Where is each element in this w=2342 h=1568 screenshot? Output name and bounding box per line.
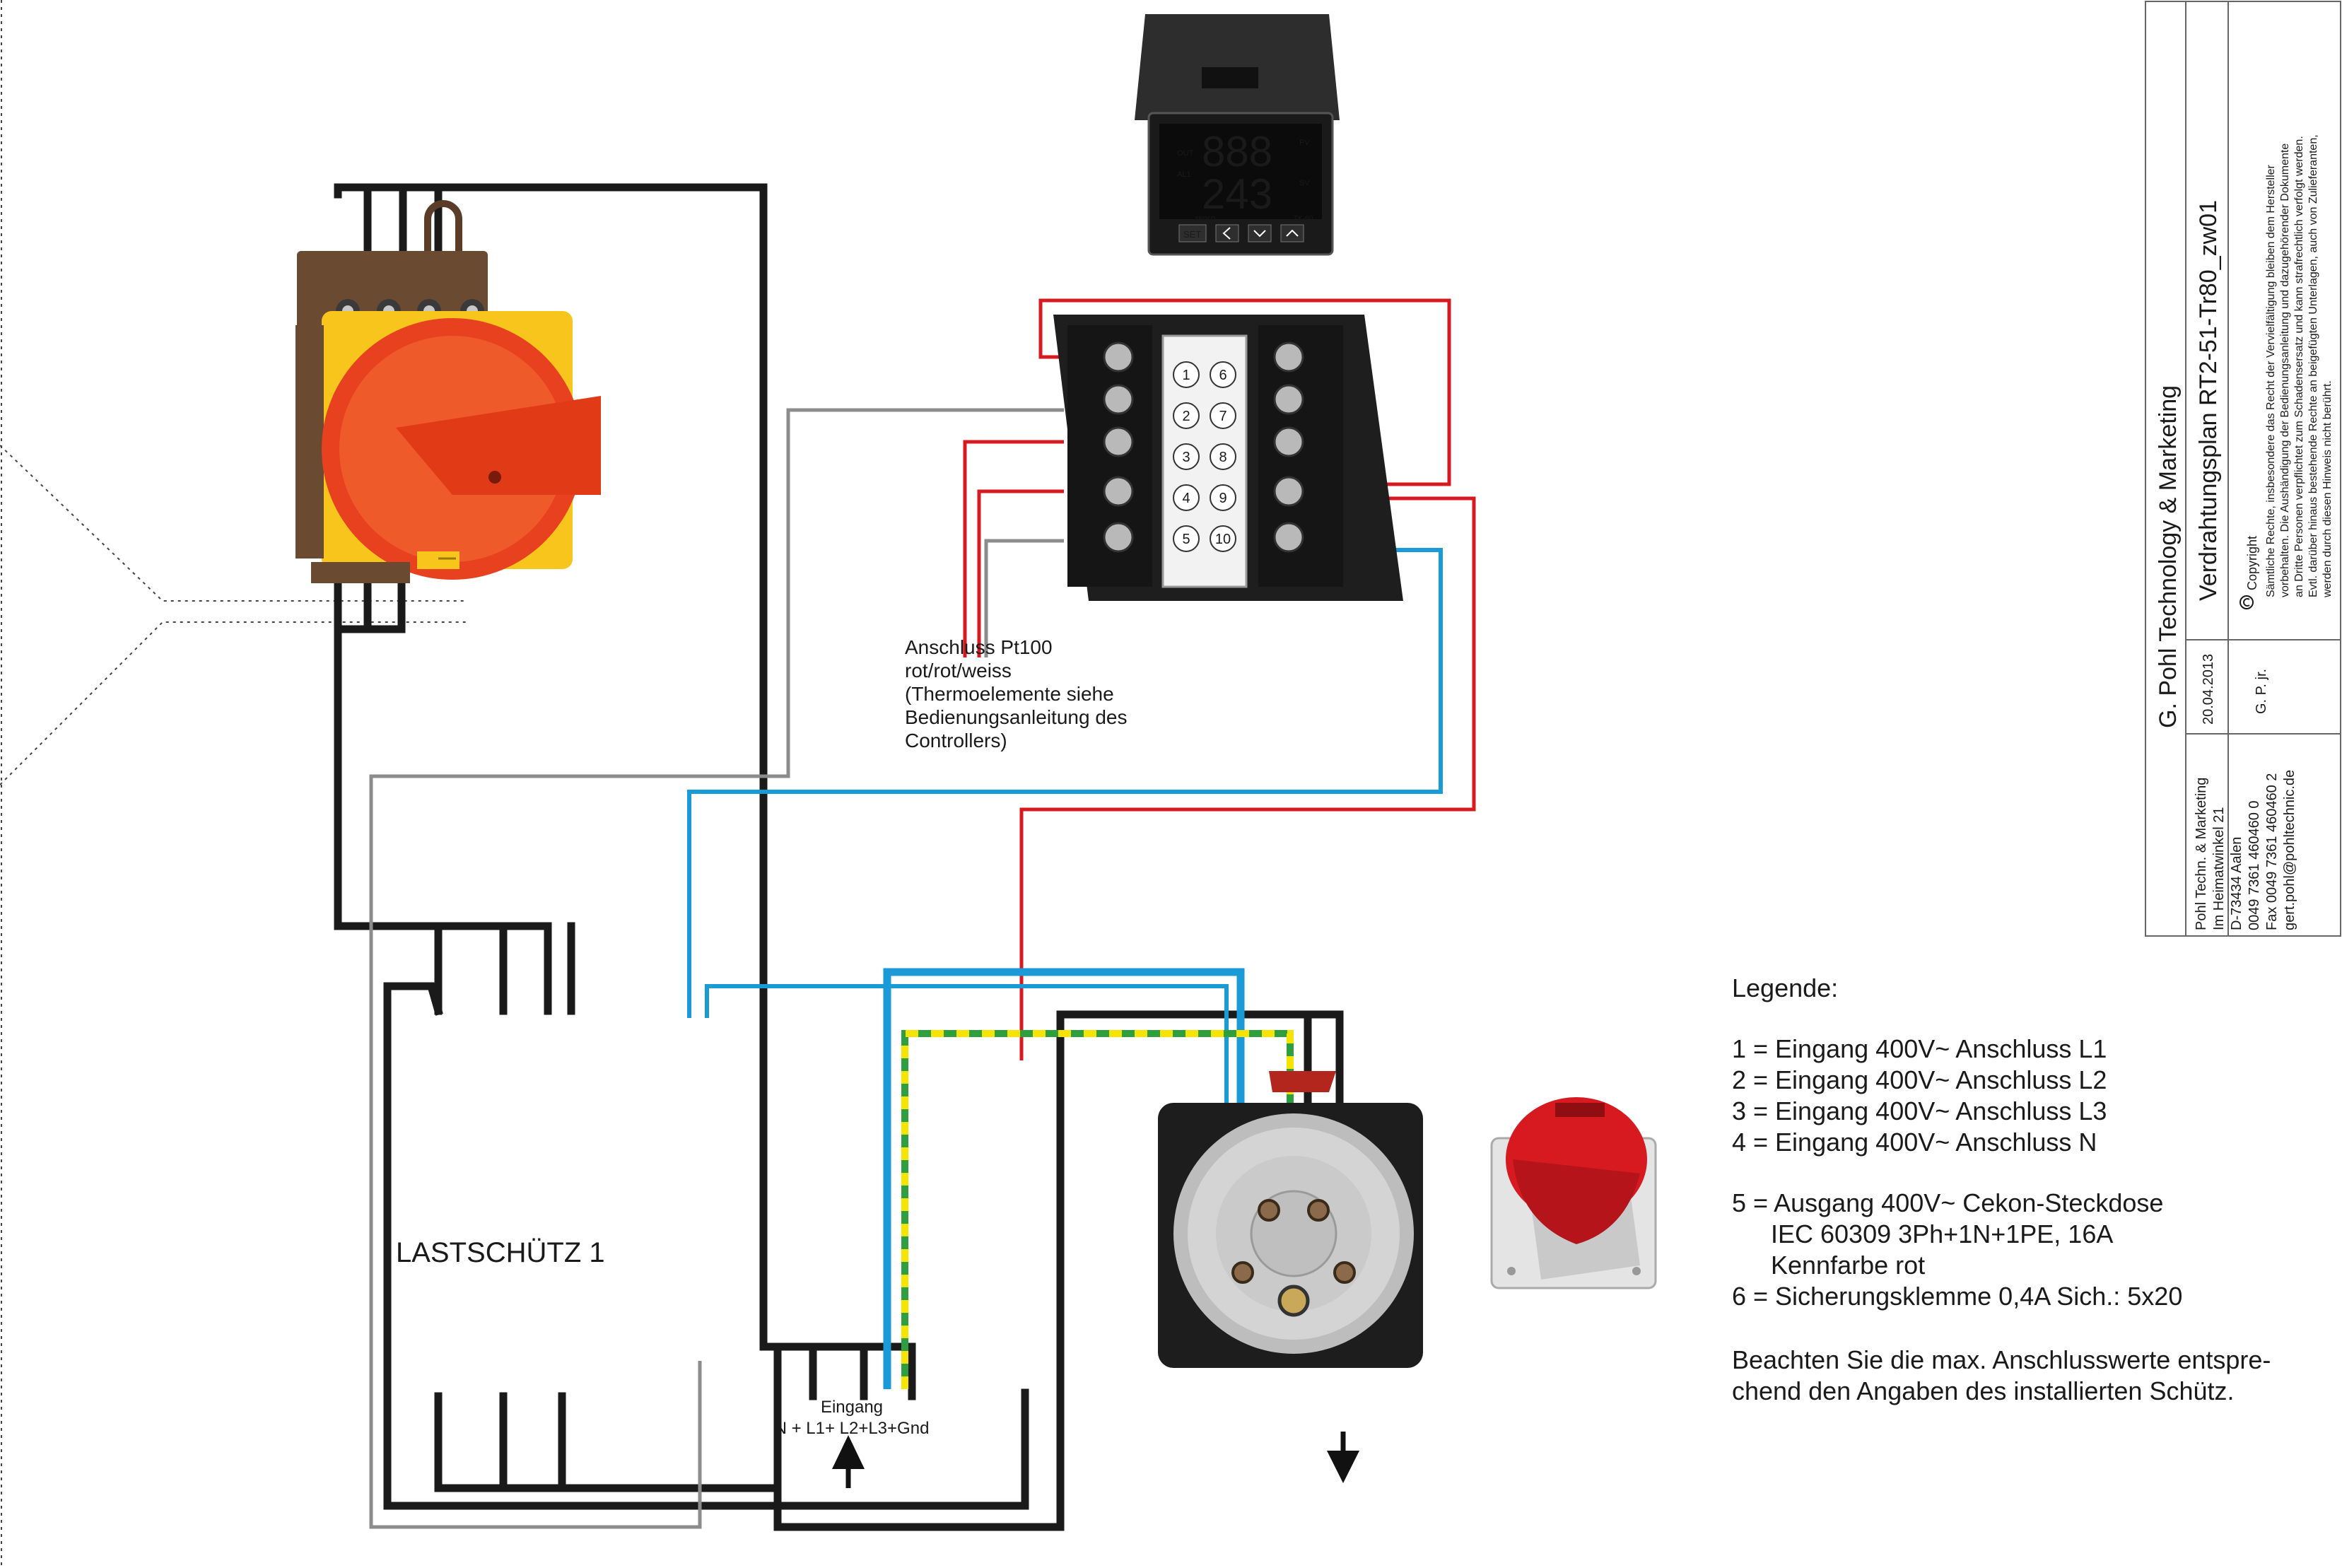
company-name: G. Pohl Technology & Marketing xyxy=(2155,385,2182,728)
legend-item: 5 = Ausgang 400V~ Cekon-Steckdose xyxy=(1732,1188,2163,1217)
copyright-line: Sämtliche Rechte, insbesondere das Recht… xyxy=(2265,164,2277,597)
title-block: G. Pohl Technology & Marketing Verdrahtu… xyxy=(2145,1,2341,937)
copyright-title: Copyright xyxy=(2245,536,2259,590)
copyright-line: werden durch diesen Hinweis nicht berühr… xyxy=(2321,380,2334,598)
svg-text:Anschluss Pt100: Anschluss Pt100 xyxy=(905,636,1053,658)
legend-item: 2 = Eingang 400V~ Anschluss L2 xyxy=(1732,1065,2107,1094)
address-line: D-73434 Aalen xyxy=(2229,837,2244,930)
output-arrow-icon xyxy=(1327,1432,1359,1483)
address-line: gert.pohl@pohltechnic.de xyxy=(2282,770,2297,930)
terminal-6: 6 xyxy=(1219,368,1226,383)
legend-note: Beachten Sie die max. Anschlusswerte ent… xyxy=(1732,1345,2271,1374)
legend-note: chend den Angaben des installierten Schü… xyxy=(1732,1376,2235,1405)
svg-text:Eingang: Eingang xyxy=(821,1398,883,1417)
pv-display: 888 xyxy=(1202,128,1272,175)
terminal-10: 10 xyxy=(1215,532,1231,547)
input-label: Eingang N + L1+ L2+L3+Gnd xyxy=(775,1398,930,1438)
red-wires xyxy=(963,298,1476,1060)
terminal-4: 4 xyxy=(1182,491,1190,506)
address-line: 0049 7361 460460 0 xyxy=(2247,800,2262,930)
address-line: Im Heimatwinkel 21 xyxy=(2211,807,2227,930)
copyright-line: Evtl. darüber hinaus bestehende Rechte a… xyxy=(2307,134,2319,597)
main-switch xyxy=(295,200,601,583)
terminal-9: 9 xyxy=(1219,491,1226,506)
terminal-5: 5 xyxy=(1182,532,1190,547)
sv-label: SV xyxy=(1299,179,1310,187)
drawing-title: Verdrahtungsplan RT2-51-Tr80_zw01 xyxy=(2195,200,2222,601)
legend-title: Legende: xyxy=(1732,973,1838,1002)
terminal-2: 2 xyxy=(1182,409,1190,424)
terminal-3: 3 xyxy=(1182,450,1190,465)
brand-label: senco xyxy=(1195,214,1215,223)
legend: Legende: 1 = Eingang 400V~ Anschluss L1 … xyxy=(1732,973,2271,1405)
svg-text:Controllers): Controllers) xyxy=(905,730,1007,751)
svg-text:rot/rot/weiss: rot/rot/weiss xyxy=(905,660,1012,681)
copyright-line: an Dritte Personen verpflichtet zum Scha… xyxy=(2293,136,2305,597)
drawing-date: 20.04.2013 xyxy=(2201,654,2216,725)
terminal-block: 1 2 3 4 5 6 7 8 9 10 xyxy=(1053,315,1403,601)
svg-text:(Thermoelemente siehe: (Thermoelemente siehe xyxy=(905,683,1114,705)
sv-display: 243 xyxy=(1202,170,1272,218)
drawing-author: G. P. jr. xyxy=(2254,669,2269,714)
legend-item: 3 = Eingang 400V~ Anschluss L3 xyxy=(1732,1096,2107,1125)
terminal-7: 7 xyxy=(1219,409,1226,424)
temperature-controller: OUT AL1 888 243 PV SV senco TK-60 SET xyxy=(1135,14,1340,256)
legend-item: IEC 60309 3Ph+1N+1PE, 16A xyxy=(1771,1219,2113,1248)
set-key-label: SET xyxy=(1183,229,1201,240)
terminal-1: 1 xyxy=(1182,368,1190,383)
address-line: Fax 0049 7361 460460 2 xyxy=(2264,773,2280,930)
al1-indicator: AL1 xyxy=(1177,170,1191,179)
copyright-icon xyxy=(2239,595,2254,609)
contactor-label: LASTSCHÜTZ 1 xyxy=(396,1237,605,1268)
pt100-note: Anschluss Pt100 rot/rot/weiss (Thermoele… xyxy=(905,636,1127,751)
out-indicator: OUT xyxy=(1177,149,1194,158)
legend-item: 6 = Sicherungsklemme 0,4A Sich.: 5x20 xyxy=(1732,1282,2182,1311)
legend-item: 4 = Eingang 400V~ Anschluss N xyxy=(1732,1128,2097,1157)
input-arrow-icon xyxy=(832,1435,865,1488)
copyright-line: vorbehalten. Die Aushändigung der Bedien… xyxy=(2279,144,2291,597)
cee-socket-rear xyxy=(1158,1071,1423,1368)
svg-text:Bedienungsanleitung des: Bedienungsanleitung des xyxy=(905,706,1127,728)
cee-socket-front xyxy=(1490,1097,1657,1289)
model-label: TK-60 xyxy=(1294,215,1313,223)
terminal-8: 8 xyxy=(1219,450,1226,465)
pv-label: PV xyxy=(1299,139,1310,147)
address-line: Pohl Techn. & Marketing xyxy=(2194,778,2209,930)
svg-text:N + L1+ L2+L3+Gnd: N + L1+ L2+L3+Gnd xyxy=(775,1419,930,1438)
gray-wire xyxy=(369,408,1064,1529)
legend-item: 1 = Eingang 400V~ Anschluss L1 xyxy=(1732,1034,2107,1063)
fold-guides xyxy=(0,0,467,1568)
legend-item: Kennfarbe rot xyxy=(1771,1251,1925,1280)
